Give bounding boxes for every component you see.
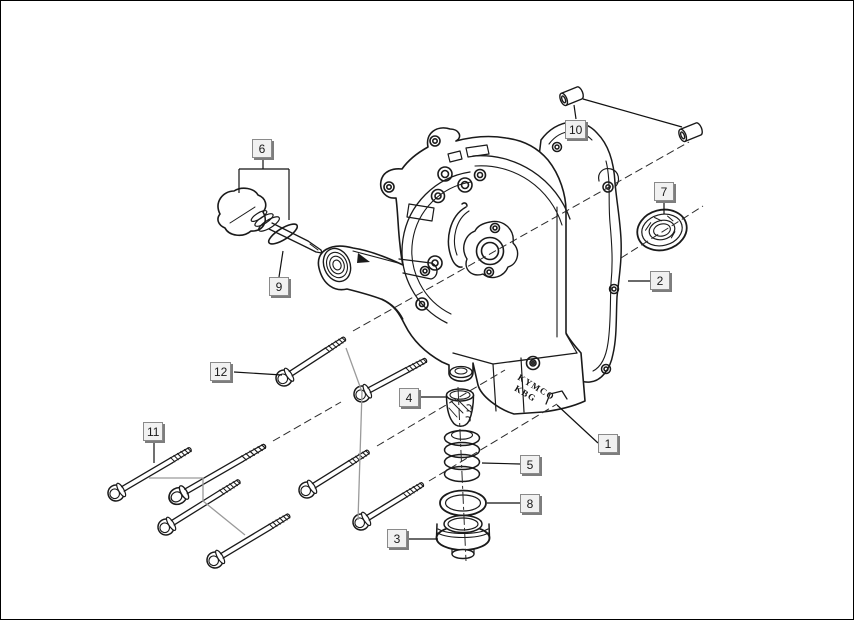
oil-seal [636, 208, 688, 252]
bolt [295, 443, 374, 502]
bolt [154, 473, 245, 539]
dowel-pin-right [678, 122, 703, 143]
dipstick-o-ring [267, 223, 299, 245]
bolt [203, 507, 295, 572]
drain-cap [435, 514, 491, 560]
dowel-pin-left [559, 86, 584, 107]
crankcase-cover [317, 127, 586, 415]
part-label-2: 2 [650, 271, 670, 290]
oil-strainer [445, 388, 475, 427]
part-label-12: 12 [210, 362, 232, 381]
part-label-8: 8 [520, 494, 540, 513]
part-label-5: 5 [520, 455, 540, 474]
part-label-7: 7 [654, 182, 674, 201]
part-label-4: 4 [399, 388, 419, 407]
bolt [272, 330, 351, 390]
part-label-9: 9 [269, 277, 289, 296]
bolt [349, 476, 429, 534]
dipstick [217, 187, 323, 254]
part-label-3: 3 [387, 529, 407, 548]
part-label-11: 11 [143, 422, 164, 441]
part-label-1: 1 [598, 434, 618, 453]
part-label-10: 10 [565, 120, 587, 139]
leader-lines [153, 98, 683, 540]
part-label-6: 6 [252, 139, 272, 158]
centerlines [272, 141, 704, 562]
group-connectors [149, 347, 363, 536]
